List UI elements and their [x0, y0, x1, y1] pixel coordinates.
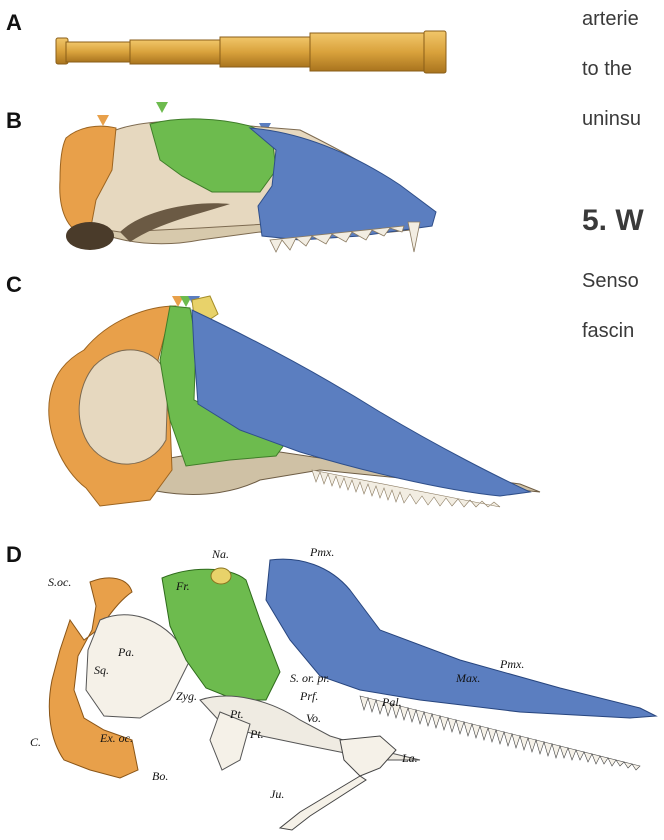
label-fr: Fr. [175, 579, 190, 593]
label-zyg: Zyg. [176, 689, 197, 703]
mammal-skull-b [60, 102, 436, 252]
label-pmx-top: Pmx. [309, 545, 334, 559]
label-c: C. [30, 735, 41, 749]
label-max: Max. [455, 671, 480, 685]
label-ju: Ju. [270, 787, 284, 801]
label-pt-1: Pt. [229, 707, 244, 721]
dolphin-skull-c [49, 296, 540, 507]
label-s-or-pr: S. or. pr. [290, 671, 330, 685]
label-vo: Vo. [306, 711, 321, 725]
label-bo: Bo. [152, 769, 168, 783]
label-na: Na. [211, 547, 229, 561]
label-pmx-lower: Pmx. [499, 657, 524, 671]
exploded-skull-d [49, 559, 656, 830]
telescope-illustration [56, 31, 446, 73]
label-prf: Prf. [299, 689, 318, 703]
label-pt-2: Pt. [249, 727, 264, 741]
marker-green-b [156, 102, 168, 113]
label-sq: Sq. [94, 663, 109, 677]
marker-orange-b [97, 115, 109, 126]
label-la: La. [401, 751, 418, 765]
label-ex-oc: Ex. oc. [99, 731, 133, 745]
label-s-oc: S.oc. [48, 575, 71, 589]
label-pa: Pa. [117, 645, 134, 659]
label-pal: Pal. [381, 695, 402, 709]
